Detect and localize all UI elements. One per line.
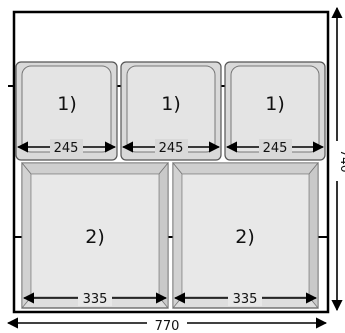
bin-bottom-1: 2)	[21, 161, 169, 310]
bin-top-3: 1)	[224, 61, 326, 161]
overall-height-dimension: 740	[330, 6, 345, 312]
dimension-label: 245	[263, 141, 288, 156]
overall-width-dimension: 770	[6, 315, 328, 333]
dimension-bottom-2: 335	[173, 290, 318, 307]
dimension-top-2: 245	[121, 139, 221, 156]
dimension-label: 335	[233, 292, 258, 307]
bin-number-label: 1)	[161, 93, 181, 115]
dimension-label: 245	[54, 141, 79, 156]
bin-top-2: 1)	[120, 61, 222, 161]
dimension-label: 245	[159, 141, 184, 156]
dimension-bottom-1: 335	[22, 290, 168, 307]
overall-width-label: 770	[155, 319, 180, 333]
bin-number-label: 1)	[57, 93, 77, 115]
dimension-top-3: 245	[225, 139, 325, 156]
bin-number-label: 2)	[235, 226, 255, 248]
bin-bottom-2: 2)	[172, 161, 319, 310]
rail-marks	[8, 85, 328, 238]
overall-height-label: 740	[338, 150, 345, 173]
bin-number-label: 1)	[265, 93, 285, 115]
bin-top-1: 1)	[15, 61, 118, 161]
bin-number-label: 2)	[85, 226, 105, 248]
dimension-label: 335	[83, 292, 108, 307]
dimension-top-1: 245	[16, 139, 117, 156]
